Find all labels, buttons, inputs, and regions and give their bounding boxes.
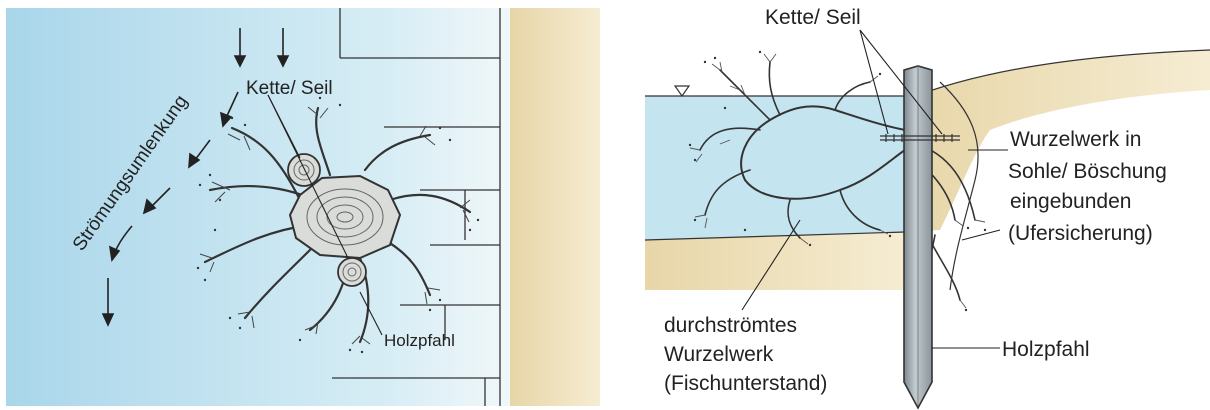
label-flow-through-line2: Wurzelwerk bbox=[664, 343, 774, 366]
label-root-system-line1: Wurzelwerk in bbox=[1010, 128, 1141, 151]
label-wooden-pile-section: Holzpfahl bbox=[1002, 338, 1090, 361]
label-root-system-line2: Sohle/ Böschung bbox=[1008, 160, 1167, 183]
label-flow-through-line1: durchströmtes bbox=[664, 314, 797, 337]
label-root-system-line4: (Ufersicherung) bbox=[1008, 222, 1153, 245]
river-bed bbox=[645, 232, 905, 290]
small-log-section-bottom bbox=[338, 258, 366, 286]
wooden-pile-section bbox=[904, 66, 932, 408]
bank-area-plan bbox=[510, 8, 600, 406]
label-chain-rope-section: Kette/ Seil bbox=[765, 6, 861, 29]
label-flow-through-line3: (Fischunterstand) bbox=[664, 372, 827, 395]
water-level-icon bbox=[675, 86, 689, 96]
right-panel: Kette/ Seil Wurzelwerk in Sohle/ Böschun… bbox=[645, 6, 1210, 410]
small-log-section-top bbox=[288, 154, 320, 186]
left-panel: Kette/ Seil Strömungsumlenkung Holzpfahl bbox=[6, 8, 600, 406]
label-chain-rope-plan: Kette/ Seil bbox=[246, 78, 333, 99]
label-wooden-pile-plan: Holzpfahl bbox=[384, 331, 455, 350]
label-root-system-line3: eingebunden bbox=[1010, 190, 1131, 213]
